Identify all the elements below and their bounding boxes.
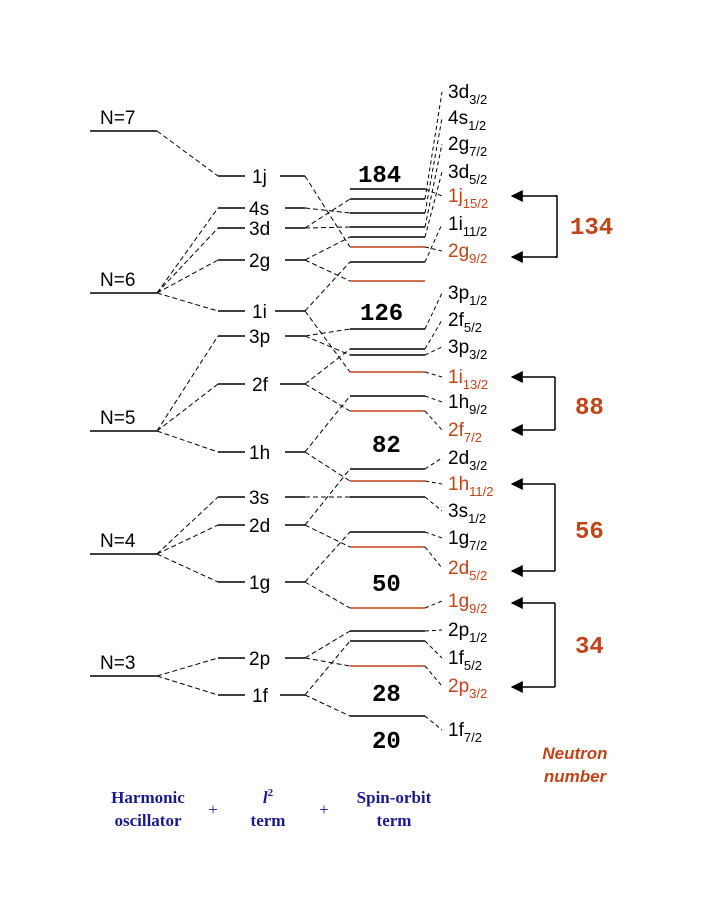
magic-numbers: 184 126 82 50 28 20 (358, 163, 403, 756)
so-label: 1f7/2 (448, 720, 482, 745)
so-label: 1h9/2 (448, 392, 487, 417)
so-label: 2p1/2 (448, 620, 487, 645)
l2-connectors (304, 175, 351, 717)
so-label-highlight: 2p3/2 (448, 676, 487, 701)
so-label-highlight: 2f7/2 (448, 420, 482, 445)
so-label-highlight: 1i13/2 (448, 367, 488, 392)
l2-levels (218, 175, 305, 696)
caption-plus: + (319, 800, 329, 819)
l2-label: 2f (252, 375, 269, 396)
l2-label: 1f (252, 686, 269, 707)
so-label-highlight: 2g9/2 (448, 241, 487, 266)
level-label-n3: N=3 (100, 653, 135, 674)
so-label: 3s1/2 (448, 501, 486, 526)
magic-number: 50 (372, 572, 401, 599)
so-label-highlight: 1h11/2 (448, 474, 493, 499)
so-label-connectors (424, 91, 443, 731)
l2-label: 2p (249, 649, 270, 670)
caption-oscillator-line1: Harmonic (111, 788, 185, 807)
caption-neutron-line2: number (544, 767, 608, 786)
neutron-number-labels: 134 88 56 34 (570, 215, 613, 661)
so-label: 2g7/2 (448, 134, 487, 159)
caption-neutron-line1: Neutron (542, 744, 607, 763)
l2-label: 3p (249, 327, 270, 348)
level-label-n5: N=5 (100, 408, 135, 429)
l2-label: 1j (252, 167, 267, 188)
l2-label: 1i (252, 302, 267, 323)
neutron-number: 134 (570, 215, 613, 242)
magic-number: 82 (372, 433, 401, 460)
magic-number: 126 (360, 301, 403, 328)
so-label-highlight: 1g9/2 (448, 591, 487, 616)
so-label: 3d3/2 (448, 82, 487, 107)
magic-number: 184 (358, 163, 401, 190)
so-label-highlight: 1j15/2 (448, 186, 488, 211)
neutron-brackets (510, 190, 558, 693)
l2-label: 3d (249, 219, 270, 240)
level-label-n6: N=6 (100, 270, 135, 291)
l2-label: 4s (249, 199, 269, 220)
caption-plus: + (208, 800, 218, 819)
caption-so-line1: Spin-orbit (357, 788, 432, 807)
l2-label: 3s (249, 488, 269, 509)
caption-l2: l2 (263, 787, 274, 807)
magic-number: 20 (372, 729, 401, 756)
captions: Harmonic oscillator + l2 term + Spin-orb… (111, 744, 607, 830)
so-labels: 3d3/2 4s1/2 2g7/2 3d5/2 1j15/2 1i11/2 2g… (448, 82, 493, 745)
caption-so-line2: term (377, 811, 412, 830)
l2-label: 2d (249, 516, 270, 537)
neutron-number: 34 (575, 634, 604, 661)
so-label: 3p1/2 (448, 283, 487, 308)
level-label-n7: N=7 (100, 108, 135, 129)
so-label: 2d3/2 (448, 448, 487, 473)
so-label: 1i11/2 (448, 214, 487, 239)
so-label: 3d5/2 (448, 162, 487, 187)
l2-label: 1g (249, 573, 270, 594)
neutron-number: 88 (575, 395, 604, 422)
neutron-number: 56 (575, 519, 604, 546)
so-levels (350, 188, 425, 717)
oscillator-levels: N=7 N=6 N=5 N=4 N=3 (90, 108, 157, 677)
l2-label: 1h (249, 443, 270, 464)
so-label: 1g7/2 (448, 528, 487, 553)
so-label: 4s1/2 (448, 108, 486, 133)
level-label-n4: N=4 (100, 531, 136, 552)
magic-number: 28 (372, 682, 401, 709)
so-label: 1f5/2 (448, 648, 482, 673)
so-label: 3p3/2 (448, 337, 487, 362)
caption-oscillator-line2: oscillator (114, 811, 181, 830)
l2-labels: 1j 4s 3d 2g 1i 3p 2f 1h 3s 2d 1g 2p 1f (249, 167, 270, 707)
l2-label: 2g (249, 251, 270, 272)
caption-l2-line2: term (251, 811, 286, 830)
so-label-highlight: 2d5/2 (448, 558, 487, 583)
oscillator-connectors (156, 130, 219, 696)
so-label: 2f5/2 (448, 310, 482, 335)
